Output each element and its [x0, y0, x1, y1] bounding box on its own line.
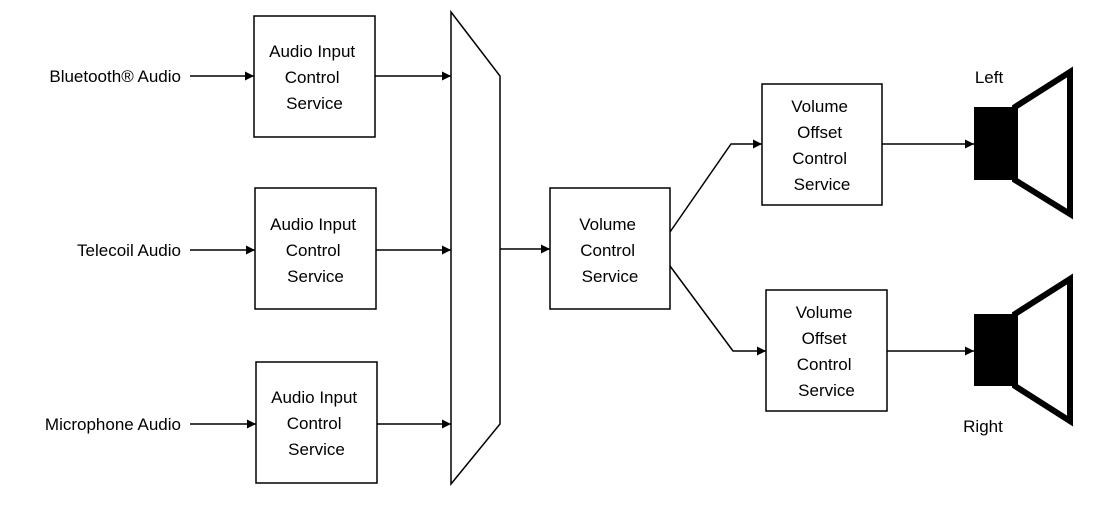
- aics-box-line: Service: [286, 94, 343, 113]
- input-label-microphone: Microphone Audio: [45, 415, 181, 434]
- aics-box-telecoil: Audio Input Control Service: [254, 187, 377, 310]
- vcs-to-vocs-left-arrow: [669, 139, 762, 233]
- vcs-box: Volume Control Service: [549, 187, 671, 310]
- aics-box-line: Audio Input: [271, 388, 357, 407]
- aics-box-bluetooth: Audio Input Control Service: [253, 15, 376, 138]
- vocs-box-line: Control: [792, 149, 847, 168]
- speaker-icon: [974, 66, 1073, 220]
- aics-box-line: Control: [285, 68, 340, 87]
- vcs-box-line: Service: [582, 267, 639, 286]
- vocs-box-line: Control: [797, 355, 852, 374]
- vocs-box-line: Service: [794, 175, 851, 194]
- mixer-trapezoid: [450, 9, 501, 487]
- vocs-box-line: Volume: [791, 97, 848, 116]
- svg-text:Volume Control Ser: Volume Control Service: [579, 215, 640, 286]
- aics-box-microphone: Audio Input Control Service: [255, 361, 378, 484]
- speaker-icon: [974, 273, 1073, 427]
- vocs-box-line: Offset: [802, 329, 847, 348]
- svg-text:Audio Input Control: Audio Input Control Service: [270, 215, 361, 286]
- aics-box-line: Control: [286, 241, 341, 260]
- vocs-box-right: Volume Offset Control Service: [765, 289, 888, 412]
- output-label-right: Right: [963, 417, 1003, 436]
- svg-text:Audio Input Control: Audio Input Control Service: [271, 388, 362, 459]
- aics-box-line: Audio Input: [270, 215, 356, 234]
- aics-box-line: Service: [288, 440, 345, 459]
- input-label-telecoil: Telecoil Audio: [77, 241, 181, 260]
- vocs-box-line: Offset: [797, 123, 842, 142]
- aics-box-line: Control: [287, 414, 342, 433]
- vocs-box-left: Volume Offset Control Service: [761, 83, 883, 206]
- input-label-bluetooth: Bluetooth® Audio: [49, 67, 181, 86]
- vocs-box-line: Volume: [796, 303, 853, 322]
- vcs-to-vocs-right-arrow: [669, 265, 766, 356]
- svg-text:Volume Offset Cont: Volume Offset Control Service: [791, 97, 852, 194]
- output-label-left: Left: [975, 68, 1004, 87]
- vcs-box-line: Volume: [579, 215, 636, 234]
- aics-box-line: Service: [287, 267, 344, 286]
- aics-box-line: Audio Input: [269, 42, 355, 61]
- svg-text:Volume Offset Cont: Volume Offset Control Service: [796, 303, 857, 400]
- vcs-box-line: Control: [580, 241, 635, 260]
- vocs-box-line: Service: [798, 381, 855, 400]
- svg-text:Audio Input Control: Audio Input Control Service: [269, 42, 360, 113]
